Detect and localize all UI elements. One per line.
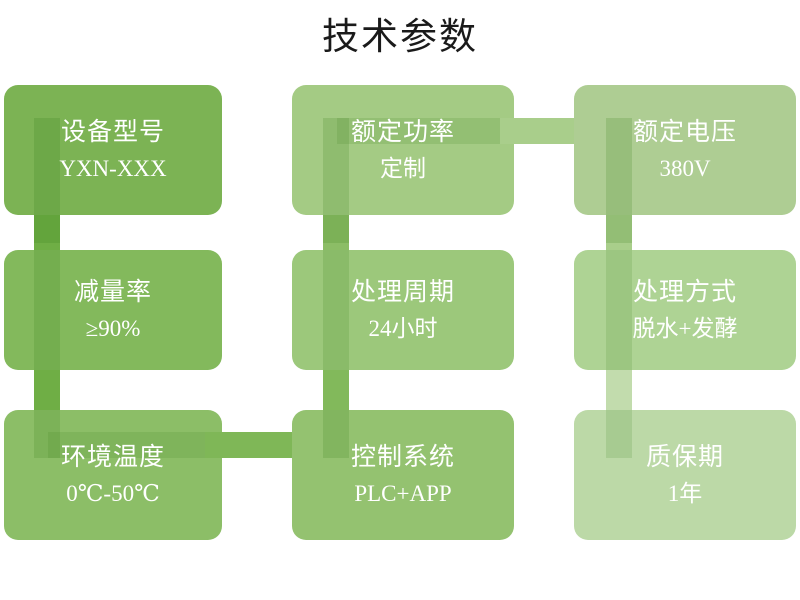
card-title-control-system: 控制系统 bbox=[350, 442, 455, 471]
card-value-ambient-temperature: 0℃-50℃ bbox=[66, 481, 160, 506]
card-title-treatment-cycle: 处理周期 bbox=[350, 277, 455, 306]
card-title-rated-power: 额定功率 bbox=[350, 117, 455, 146]
card-title-ambient-temperature: 环境温度 bbox=[60, 442, 165, 471]
card-value-rated-power: 定制 bbox=[380, 156, 426, 181]
card-title-treatment-method: 处理方式 bbox=[632, 277, 737, 306]
card-device-model[interactable]: 设备型号 YXN-XXX bbox=[4, 85, 222, 243]
card-value-rated-voltage: 380V bbox=[659, 156, 711, 181]
page-title: 技术参数 bbox=[322, 15, 478, 58]
card-value-reduction-rate: ≥90% bbox=[85, 316, 141, 341]
card-value-control-system: PLC+APP bbox=[354, 481, 452, 506]
card-value-device-model: YXN-XXX bbox=[59, 156, 167, 181]
card-title-reduction-rate: 减量率 bbox=[73, 277, 152, 306]
card-rated-voltage[interactable]: 额定电压 380V bbox=[574, 85, 796, 243]
card-title-warranty-period: 质保期 bbox=[645, 442, 724, 471]
card-title-device-model: 设备型号 bbox=[60, 117, 165, 146]
card-warranty-period[interactable]: 质保期 1年 bbox=[574, 410, 796, 540]
card-value-treatment-method: 脱水+发酵 bbox=[632, 316, 738, 341]
card-rated-power[interactable]: 额定功率 定制 bbox=[292, 85, 567, 243]
card-value-warranty-period: 1年 bbox=[667, 481, 703, 506]
card-ambient-temperature[interactable]: 环境温度 0℃-50℃ bbox=[4, 410, 283, 540]
card-treatment-cycle[interactable]: 处理周期 24小时 bbox=[292, 250, 514, 370]
card-value-treatment-cycle: 24小时 bbox=[368, 316, 438, 341]
card-control-system[interactable]: 控制系统 PLC+APP bbox=[292, 410, 514, 540]
card-title-rated-voltage: 额定电压 bbox=[632, 117, 737, 146]
card-reduction-rate[interactable]: 减量率 ≥90% bbox=[4, 250, 222, 370]
card-treatment-method[interactable]: 处理方式 脱水+发酵 bbox=[574, 250, 796, 370]
